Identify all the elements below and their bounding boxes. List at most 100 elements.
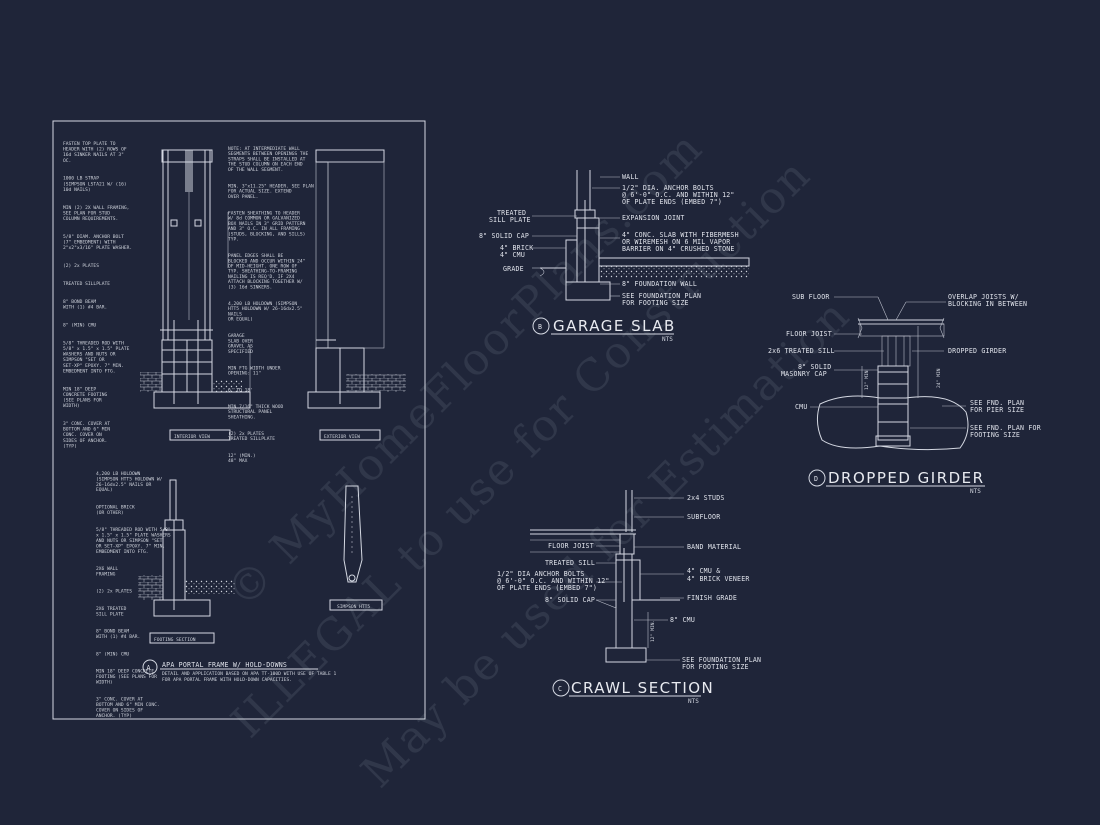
detail-c-nts: NTS [688,698,699,705]
c-dim: 12" MIN. [650,620,656,642]
note-line: (OR OTHER) [96,510,124,516]
b-foundation-wall: 8" FOUNDATION WALL [622,280,697,288]
note-line: GARAGE [228,333,245,339]
b-slab-2: OR WIREMESH ON 6 MIL VAPOR [622,238,730,246]
note-line: 12" (MIN.) [228,453,256,459]
note-line: ATTACH BLOCKING TOGETHER W/ [228,279,303,285]
note-line: BOTTOM AND 6" MIN CONC. [96,702,160,708]
note-line: FASTEN TOP PLATE TO [63,141,116,147]
exterior-view-drawing: EXTERIOR VIEW [307,149,406,441]
c-cmu-1: 4" CMU & [687,567,720,575]
note-line: COLUMN REQUIREMENTS. [63,216,118,222]
note-line: (SEE PLANS FOR [63,397,102,403]
note-line: 4,200 LB HOLDOWN [96,471,140,477]
note-line: AND NUTS OR SIMPSON "SET [96,538,163,544]
note-line: W/ 8d COMMON OR GALVANIZED [228,216,300,222]
note-line: BLOCKED AND OCCUR WITHIN 24" [228,258,305,264]
d-dim-1: 12" MIN [864,370,870,390]
note-line: MIN FTG WIDTH UNDER [228,365,281,371]
note-line: MIN 18" DEEP CONCRETE [96,669,154,675]
b-brick-1: 4" BRICK [500,244,533,252]
note-line: 3" CONC. COVER AT [96,697,143,703]
d-ftg-1: SEE FND. PLAN FOR [970,424,1041,432]
note-line: WIDTH) [63,403,80,409]
note-line: 48" MAX [228,458,248,464]
note-line: 8" BOND BEAM [96,629,129,635]
note-line: SEE PLAN FOR STUD [63,210,110,216]
note-line: EMBEDMENT INTO FTG. [63,368,116,374]
note-line: 2"x2"x3/16" PLATE WASHER. [63,245,132,251]
note-line: CONC. COVER ON [63,432,102,438]
exterior-view-label: EXTERIOR VIEW [324,434,360,440]
note-line: (7" EMBEDMENT) WITH [63,240,116,246]
note-line: MIN 7/16" THICK WOOD [228,404,284,410]
d-joist: FLOOR JOIST [786,330,832,338]
detail-b-letter: B [538,323,542,331]
c-cap: 8" SOLID CAP [545,596,595,604]
note-line: (STUDS, BLOCKING, AND SILLS) [228,231,305,237]
note-line: FOOTING (SEE PLANS FOR [96,674,157,680]
d-girder: DROPPED GIRDER [948,347,1006,355]
c-studs: 2x4 STUDS [687,494,725,502]
c-cmu-8: 8" CMU [670,616,695,624]
watermark: © MyHomeFloorPlans.com ILLEGAL to use fo… [217,122,861,798]
note-line: SILL PLATE [96,611,124,617]
b-plan-2: FOR FOOTING SIZE [622,299,689,307]
detail-a-subtitle-2: FOR APA PORTAL FRAME WITH HOLD-DOWN CAPA… [162,677,292,683]
d-cap-2: MASONRY CAP [781,370,827,378]
d-pier-2: FOR PIER SIZE [970,406,1024,414]
note-line: STRUCTURAL PANEL [228,409,272,415]
interior-view-drawing: INTERIOR VIEW [140,149,251,441]
note-line: FASTEN SHEATHING TO HEADER [228,210,300,216]
detail-d-leaders [810,296,966,429]
note-line: (2) 2x PLATES [228,431,264,437]
note-line: SPECIFIED [228,349,253,355]
b-bolts-2: @ 6'-0" O.C. AND WITHIN 12" [622,191,735,199]
c-cmu-2: 4" BRICK VENEER [687,575,750,583]
detail-a-title: APA PORTAL FRAME W/ HOLD-DOWNS [162,661,287,669]
d-ftg-2: FOOTING SIZE [970,431,1020,439]
c-sill: TREATED SILL [545,559,595,567]
note-line: 8" (MIN) CMU [63,322,96,328]
note-line: SET-XP" EPOXY. 7" MIN. [63,363,124,369]
note-line: EQUAL) [96,487,113,493]
d-dim-2: 24" MIN [936,368,942,388]
c-bolts-2: @ 6'-0" O.C. AND WITHIN 12" [497,577,610,585]
detail-d-title: DROPPED GIRDER [828,469,985,487]
footing-section-label: FOOTING SECTION [154,637,196,643]
footing-section-drawing: FOOTING SECTION [138,479,235,644]
note-line: (TYP) [63,443,77,449]
note-line: TREATED SILLPLATE [228,436,275,442]
note-line: 2X6 TREATED [96,606,127,612]
note-line: OF THE WALL SEGMENT. [228,167,283,173]
note-line: x 1.5" x 1.5" PLATE WASHERS [96,533,171,539]
simpson-label: SIMPSON HTT5 [337,604,370,610]
note-line: WITH (1) #4 BAR. [96,634,140,640]
note-line: TYP. SHEATHING-TO-FRAMING [228,269,297,275]
detail-a-notes-footing: 4,200 LB HOLDOWN(SIMPSON HTT5 HOLDOWN W/… [96,471,171,719]
note-line: 5/8" x 1.5" x 1.5" PLATE [63,346,130,352]
note-line: SEGMENTS BETWEEN OPENINGS THE [228,151,308,157]
note-line: TREATED SILLPLATE [63,281,110,287]
detail-a-title-circle [142,659,158,675]
d-subfloor: SUB FLOOR [792,293,830,301]
note-line: TYP. [228,236,239,242]
b-grade: GRADE [503,265,524,273]
note-line: 5/8" DIAM. ANCHOR BOLT [63,234,124,240]
b-sill-1: TREATED [497,209,526,217]
c-plan-2: FOR FOOTING SIZE [682,663,749,671]
d-overlap-2: BLOCKING IN BETWEEN [948,300,1027,308]
d-cmu: CMU [795,403,808,411]
note-line: EMBEDMENT INTO FTG. [96,549,149,555]
note-line: GRAVEL AS [228,344,253,350]
detail-a-subtitle-1: DETAIL AND APPLICATION BASED ON APA TT-1… [162,671,336,677]
note-line: 6' TO 18' [228,387,253,393]
b-slab-3: BARRIER ON 4" CRUSHED STONE [622,245,735,253]
note-line: 26-16dx2.5" NAILS OR [96,482,152,488]
b-brick-2: 4" CMU [500,251,525,259]
detail-b-garage-slab: WALL 1/2" DIA. ANCHOR BOLTS @ 6'-0" O.C.… [479,170,750,343]
note-line: FOR ACTUAL SIZE. EXTEND [228,189,292,195]
note-line: 1000 LB STRAP [63,176,99,182]
